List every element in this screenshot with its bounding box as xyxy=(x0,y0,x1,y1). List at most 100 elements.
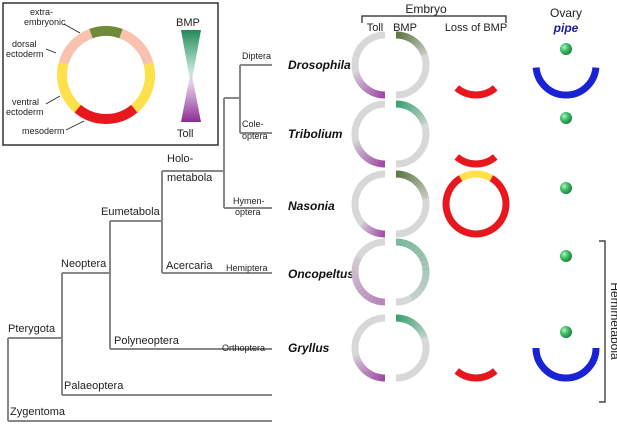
bmp-gradient-10 xyxy=(414,323,422,331)
loss-of-bmp-ring xyxy=(442,170,510,238)
bmp-gradient-2 xyxy=(399,31,404,40)
toll-gradient-11 xyxy=(356,362,365,369)
loss-mesoderm-ventral xyxy=(454,85,498,99)
dorsal-pointer xyxy=(45,48,57,54)
bmp-gradient-triangle xyxy=(181,30,201,86)
bmp-gradient-3 xyxy=(402,171,408,180)
header-loss-of-bmp: Loss of BMP xyxy=(445,22,507,34)
toll-gradient-9 xyxy=(360,151,368,159)
toll-gradient-6 xyxy=(366,156,373,164)
extraembryonic-pointer xyxy=(63,23,81,34)
toll-gradient-7 xyxy=(364,368,371,377)
bmp-gradient-3 xyxy=(401,315,407,323)
species-oncopeltus: Oncopeltus xyxy=(288,267,354,281)
toll-gradient-2 xyxy=(371,296,379,305)
inset-extraembryonic-segment xyxy=(89,26,123,39)
bmp-gradient-2 xyxy=(399,314,404,323)
toll-gradient-10 xyxy=(358,364,366,371)
loss-of-bmp-ring xyxy=(454,85,498,99)
bmp-gradient-15 xyxy=(420,334,428,340)
bmp-gradient-5 xyxy=(405,102,412,111)
ventral-label-line1: ventral xyxy=(12,97,39,107)
ovary-ring xyxy=(560,112,572,124)
toll-gradient-10 xyxy=(365,225,372,233)
toll-gradient-13 xyxy=(351,262,360,269)
order-coleoptera-line2: optera xyxy=(242,131,268,141)
ovary-pipe-ventral xyxy=(532,67,600,99)
bmp-gradient-11 xyxy=(415,325,423,333)
toll-gradient-4 xyxy=(364,292,372,302)
bmp-gradient-15 xyxy=(408,292,418,302)
header-embryo: Embryo xyxy=(405,2,447,16)
ovary-ring xyxy=(532,326,600,382)
toll-gradient-5 xyxy=(368,88,375,96)
toll-gradient-15 xyxy=(352,71,361,77)
bmp-gradient-10 xyxy=(421,273,430,280)
bmp-gradient-3 xyxy=(408,242,417,252)
toll-gradient-3 xyxy=(373,89,379,98)
toll-gradient-10 xyxy=(358,150,366,157)
toll-gradient-7 xyxy=(355,284,365,293)
fate-map-inset: extra- embryonic dorsal ectoderm ventral… xyxy=(2,2,219,146)
order-hymenoptera-line2: optera xyxy=(235,207,261,217)
toll-gradient-8 xyxy=(362,153,369,161)
bmp-gradient-8 xyxy=(411,37,418,45)
order-diptera: Diptera xyxy=(242,51,271,61)
ovary-ring xyxy=(532,43,600,99)
clade-neoptera: Neoptera xyxy=(61,258,107,270)
oocyte-nucleus xyxy=(560,182,572,194)
clade-eumetabola: Eumetabola xyxy=(101,206,161,218)
embryo-bracket xyxy=(361,15,507,23)
toll-gradient-2 xyxy=(376,373,381,382)
bmp-gradient-7 xyxy=(409,319,416,327)
header-toll: Toll xyxy=(367,22,384,34)
species-tribolium: Tribolium xyxy=(288,127,343,141)
bmp-gradient-4 xyxy=(412,245,421,255)
oocyte-nucleus xyxy=(560,43,572,55)
loss-of-bmp-ring xyxy=(454,154,498,168)
bmp-gradient-9 xyxy=(412,39,420,47)
bmp-gradient-12 xyxy=(417,44,425,51)
bmp-gradient-1 xyxy=(400,238,408,248)
toll-gradient-14 xyxy=(353,142,361,148)
bmp-gradient-5 xyxy=(405,316,412,325)
toll-gradient-7 xyxy=(370,227,376,236)
hemimetabola-label: Hemimetabola xyxy=(608,282,617,360)
bmp-gradient-5 xyxy=(405,33,412,42)
bmp-gradient-3 xyxy=(401,32,407,40)
clade-pterygota: Pterygota xyxy=(8,323,56,335)
toll-gradient-11 xyxy=(364,224,371,232)
header-pipe: pipe xyxy=(553,21,579,35)
species-gryllus: Gryllus xyxy=(288,341,330,355)
dorsal-label-line1: dorsal xyxy=(12,39,37,49)
mesoderm-pointer xyxy=(65,120,85,131)
toll-gradient-14 xyxy=(360,221,367,229)
order-hymenoptera-line1: Hymen- xyxy=(233,196,265,206)
toll-gradient-1 xyxy=(375,297,382,306)
bmp-half-ring-base xyxy=(395,238,430,306)
bmp-gradient-12 xyxy=(417,113,425,120)
toll-gradient-7 xyxy=(364,85,371,94)
ovary-ring xyxy=(560,182,572,194)
clade-holometabola-line1: Holo- xyxy=(167,153,194,165)
toll-gradient-15 xyxy=(354,254,363,262)
bmp-gradient-4 xyxy=(405,172,411,181)
bmp-gradient-14 xyxy=(412,289,422,299)
bmp-gradient-14 xyxy=(419,117,427,124)
toll-gradient-4 xyxy=(371,372,377,380)
toll-gradient-3 xyxy=(367,294,375,303)
toll-gradient-7 xyxy=(364,154,371,163)
toll-gradient-13 xyxy=(354,144,362,151)
toll-gradient-8 xyxy=(362,367,369,375)
toll-gradient-12 xyxy=(355,146,363,153)
bmp-gradient-10 xyxy=(414,109,422,117)
toll-gradient-14 xyxy=(352,258,361,266)
species-row-nasonia xyxy=(351,170,572,238)
bmp-gradient-14 xyxy=(419,48,427,55)
bmp-gradient-8 xyxy=(421,263,430,270)
bmp-gradient-2 xyxy=(399,100,404,109)
order-coleoptera-line1: Cole- xyxy=(242,119,264,129)
bmp-gradient-10 xyxy=(414,40,422,48)
bmp-gradient-7 xyxy=(420,258,429,266)
bmp-gradient-13 xyxy=(418,115,426,122)
